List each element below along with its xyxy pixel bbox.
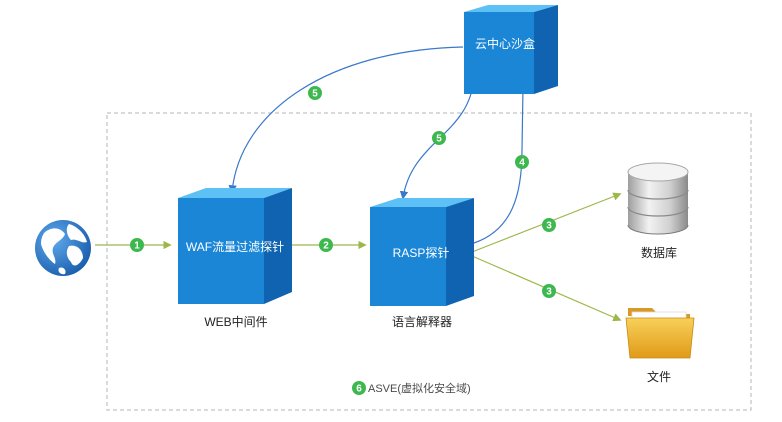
step-badge-5-waf-text: 5 [312, 89, 318, 100]
edge-rasp-to-sandbox [473, 85, 528, 244]
step-badge-5-waf [308, 86, 322, 100]
step-badge-3-database [542, 218, 556, 232]
step-badge-6 [352, 381, 366, 395]
zone-label-group: 6 ASVE(虚拟化安全域) [352, 381, 471, 395]
database-caption: 数据库 [641, 245, 677, 260]
cloud-sandbox-cube: 云中心沙盒 [464, 5, 558, 94]
step-badge-6-text: 6 [356, 384, 362, 395]
waf-caption: WEB中间件 [204, 314, 267, 329]
step-badge-5-rasp [432, 131, 446, 145]
step-badge-1 [130, 238, 144, 252]
rasp-probe-label: RASP探针 [393, 245, 450, 260]
rasp-caption: 语言解释器 [392, 315, 452, 329]
step-badge-2 [319, 238, 333, 252]
edge-sandbox-to-waf [228, 46, 464, 194]
step-badge-5-rasp-text: 5 [436, 134, 442, 145]
step-badges: 1 2 3 3 4 5 5 [130, 86, 556, 298]
waf-probe-cube: WAF流量过滤探针 [178, 188, 292, 304]
rasp-probe-cube: RASP探针 [370, 198, 474, 306]
database-icon [627, 162, 689, 235]
step-badge-1-text: 1 [134, 241, 140, 252]
step-badge-3-database-text: 3 [546, 221, 552, 232]
step-badge-3-files [542, 284, 556, 298]
step-badge-4 [515, 155, 529, 169]
files-caption: 文件 [647, 369, 671, 384]
globe-icon [35, 220, 91, 276]
step-badge-4-text: 4 [519, 158, 525, 169]
folder-icon [625, 308, 695, 359]
security-zone-border [106, 112, 752, 411]
cloud-sandbox-label: 云中心沙盒 [475, 36, 535, 51]
waf-probe-label: WAF流量过滤探针 [186, 239, 284, 254]
step-badge-2-text: 2 [323, 241, 329, 252]
step-badge-3-files-text: 3 [546, 287, 552, 298]
security-zone-label: ASVE(虚拟化安全域) [368, 381, 471, 395]
